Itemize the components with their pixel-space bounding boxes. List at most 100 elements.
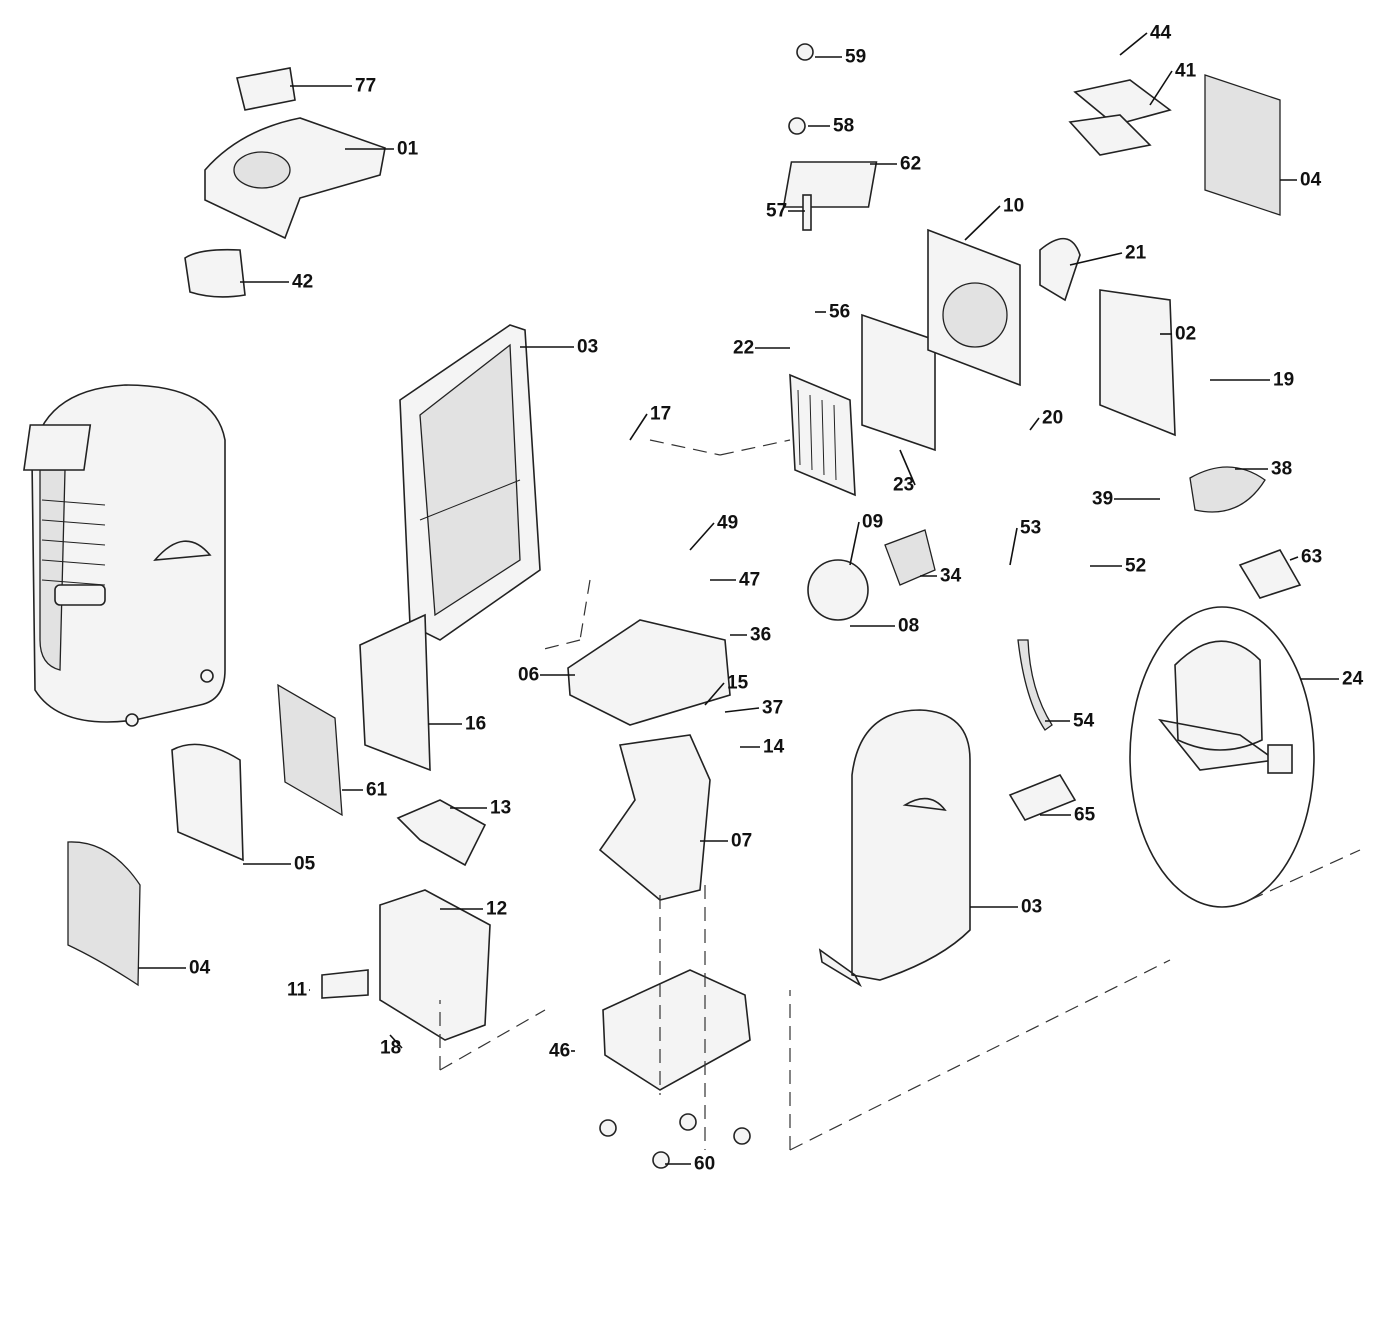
filter-frame-05 bbox=[171, 743, 244, 862]
part-label-p36: 36 bbox=[750, 624, 772, 646]
part-label-p49: 49 bbox=[717, 512, 739, 534]
part-label-p47: 47 bbox=[739, 569, 761, 591]
capacitor bbox=[1267, 744, 1293, 774]
leader-line-p63 bbox=[1289, 556, 1299, 561]
part-label-p03b: 03 bbox=[1021, 896, 1043, 918]
sheet-63 bbox=[1238, 549, 1302, 599]
filter-drier-57 bbox=[802, 194, 812, 231]
back-frame-02 bbox=[1099, 289, 1176, 437]
control-board-41 bbox=[1073, 79, 1172, 126]
part-label-p65: 65 bbox=[1074, 804, 1096, 826]
part-label-p52: 52 bbox=[1125, 555, 1147, 577]
power-cord-38 bbox=[1189, 466, 1266, 513]
part-label-p12: 12 bbox=[486, 898, 508, 920]
part-label-p22: 22 bbox=[733, 337, 755, 359]
leader-line-p17 bbox=[629, 413, 648, 441]
filter-frame-16 bbox=[359, 613, 431, 772]
part-label-p14: 14 bbox=[763, 736, 785, 758]
part-label-p20: 20 bbox=[1042, 407, 1064, 429]
handle-11 bbox=[321, 969, 369, 999]
part-label-p46: 46 bbox=[549, 1040, 571, 1062]
fan-shroud-21 bbox=[1039, 237, 1081, 302]
part-label-p38: 38 bbox=[1271, 458, 1293, 480]
part-label-p10: 10 bbox=[1003, 195, 1025, 217]
base-plate-06 bbox=[567, 619, 731, 726]
part-label-p39: 39 bbox=[1092, 488, 1114, 510]
leader-line-p18 bbox=[389, 1034, 403, 1049]
part-label-p41: 41 bbox=[1175, 60, 1197, 82]
drain-hose-54 bbox=[1017, 639, 1053, 731]
part-label-p01: 01 bbox=[397, 138, 419, 160]
bucket-cover-13 bbox=[396, 799, 487, 867]
filter-61 bbox=[277, 683, 343, 817]
part-label-p63: 63 bbox=[1301, 546, 1323, 568]
support-07 bbox=[598, 734, 711, 901]
part-label-p59: 59 bbox=[845, 46, 867, 68]
part-label-p44: 44 bbox=[1150, 22, 1172, 44]
leader-lines bbox=[138, 32, 1339, 1165]
compressor bbox=[1158, 640, 1278, 771]
part-label-p04b: 04 bbox=[189, 957, 211, 979]
part-label-p23: 23 bbox=[893, 474, 915, 496]
part-label-p54: 54 bbox=[1073, 710, 1095, 732]
part-label-p15: 15 bbox=[727, 672, 749, 694]
leader-line-p44 bbox=[1119, 32, 1148, 56]
side-cover-03 bbox=[818, 709, 971, 988]
part-label-p19: 19 bbox=[1273, 369, 1295, 391]
leader-line-p23 bbox=[899, 449, 916, 486]
front-grille-04 bbox=[67, 841, 141, 987]
part-label-p37: 37 bbox=[762, 697, 784, 719]
back-grille-04 bbox=[1204, 74, 1281, 216]
part-label-p53: 53 bbox=[1020, 517, 1042, 539]
part-label-p61: 61 bbox=[366, 779, 388, 801]
panel-62 bbox=[782, 161, 878, 208]
coil-58 bbox=[788, 117, 806, 135]
assembled-dehumidifier bbox=[23, 384, 226, 727]
part-label-p08: 08 bbox=[898, 615, 920, 637]
casters-60 bbox=[599, 1113, 751, 1169]
part-label-p34: 34 bbox=[940, 565, 962, 587]
assembly-lines bbox=[439, 439, 1361, 1151]
pad-65 bbox=[1008, 774, 1077, 821]
part-label-p77: 77 bbox=[355, 75, 377, 97]
part-label-p42: 42 bbox=[292, 271, 314, 293]
caster-base-46 bbox=[602, 969, 751, 1091]
fan-motor-34 bbox=[884, 529, 936, 586]
part-label-p24: 24 bbox=[1342, 668, 1364, 690]
part-label-p09: 09 bbox=[862, 511, 884, 533]
part-label-p05: 05 bbox=[294, 853, 316, 875]
part-label-p04a: 04 bbox=[1300, 169, 1322, 191]
condenser-23 bbox=[861, 313, 936, 452]
leader-line-p09 bbox=[849, 521, 860, 566]
part-label-p57: 57 bbox=[766, 200, 788, 222]
part-label-p18: 18 bbox=[380, 1037, 402, 1059]
part-label-p03a: 03 bbox=[577, 336, 599, 358]
compressor-group-24 bbox=[1129, 606, 1315, 908]
part-label-p17: 17 bbox=[650, 403, 672, 425]
leader-line-p49 bbox=[689, 522, 715, 551]
top-cover bbox=[184, 67, 386, 298]
part-label-p06: 06 bbox=[518, 664, 540, 686]
part-label-p16: 16 bbox=[465, 713, 487, 735]
board-44 bbox=[1068, 114, 1152, 156]
part-label-p13: 13 bbox=[490, 797, 512, 819]
part-label-p21: 21 bbox=[1125, 242, 1147, 264]
part-label-p07: 07 bbox=[731, 830, 753, 852]
front-frame bbox=[399, 324, 541, 641]
coil-59 bbox=[796, 43, 814, 61]
fan-blade-08 bbox=[807, 559, 869, 621]
part-label-p56: 56 bbox=[829, 301, 851, 323]
part-label-p62: 62 bbox=[900, 153, 922, 175]
leader-line-p21 bbox=[1069, 252, 1123, 266]
leader-line-p20 bbox=[1029, 417, 1040, 431]
part-label-p60: 60 bbox=[694, 1153, 716, 1175]
leader-line-p53 bbox=[1009, 527, 1018, 566]
water-bucket bbox=[379, 889, 491, 1041]
leader-line-p41 bbox=[1149, 70, 1173, 106]
part-label-p11: 11 bbox=[287, 979, 308, 1001]
leader-line-p37 bbox=[724, 707, 760, 713]
part-label-p58: 58 bbox=[833, 115, 855, 137]
leader-line-p10 bbox=[964, 205, 1001, 241]
